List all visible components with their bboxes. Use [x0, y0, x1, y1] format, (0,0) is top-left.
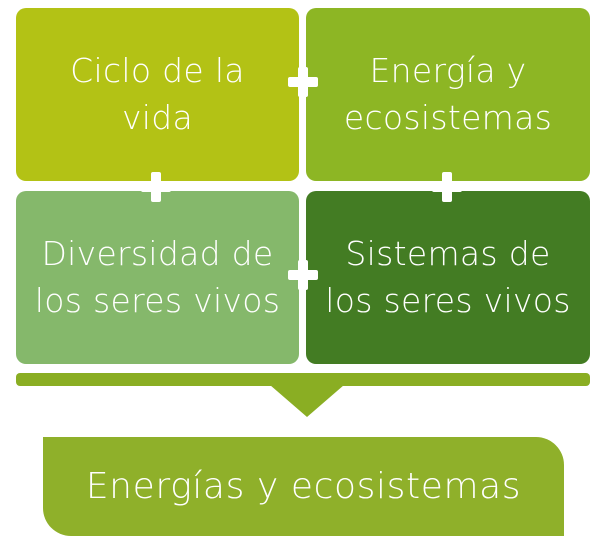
arrow-down-icon: [270, 385, 344, 417]
summary-bracket-bar: [16, 373, 590, 386]
sistemas-de-los-seres-vivos-label: Sistemas de los seres vivos: [325, 233, 571, 320]
energia-y-ecosistemas-label: Energía y ecosistemas: [343, 50, 553, 137]
ciclo-de-la-vida-box: Ciclo de la vida: [16, 8, 299, 181]
plus-icon: [432, 172, 462, 202]
sistemas-de-los-seres-vivos-box: Sistemas de los seres vivos: [306, 191, 590, 364]
ciclo-de-la-vida-label: Ciclo de la vida: [70, 50, 245, 137]
energia-y-ecosistemas-box: Energía y ecosistemas: [306, 8, 590, 181]
result-label: Energías y ecosistemas: [85, 466, 522, 507]
plus-icon: [288, 67, 318, 97]
diversidad-de-los-seres-vivos-box: Diversidad de los seres vivos: [16, 191, 299, 364]
plus-icon: [288, 260, 318, 290]
diversidad-de-los-seres-vivos-label: Diversidad de los seres vivos: [34, 233, 281, 320]
plus-icon: [141, 172, 171, 202]
result-box: Energías y ecosistemas: [43, 437, 564, 536]
